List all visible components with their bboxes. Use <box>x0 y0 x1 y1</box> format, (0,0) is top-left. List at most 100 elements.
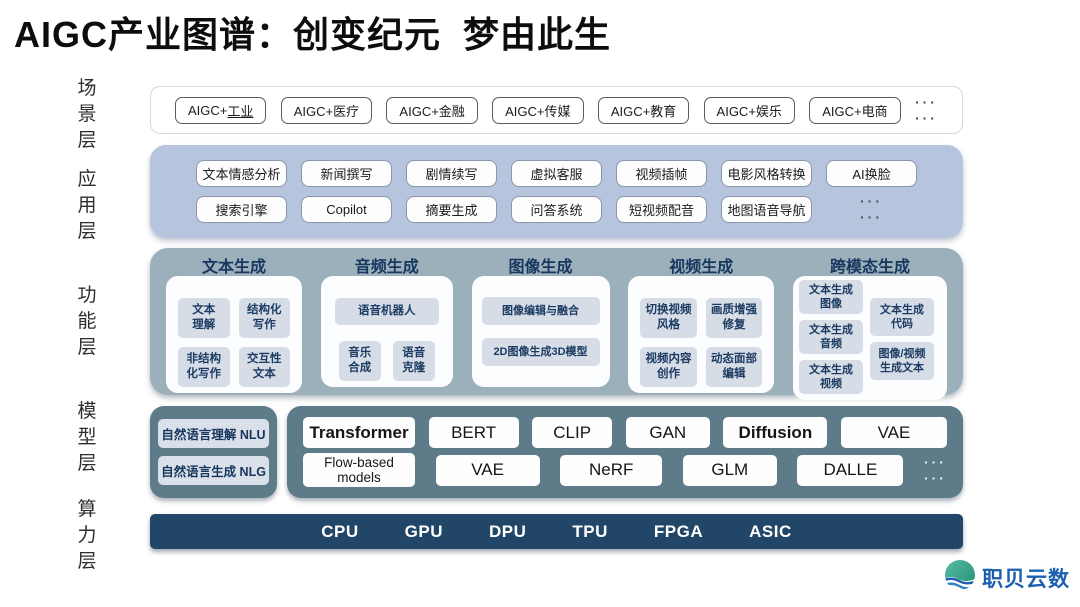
ellipsis-dots: ··· ··· <box>826 193 917 225</box>
scene-item-education: AIGC+教育 <box>597 96 690 124</box>
function-layer-container: 文本生成 文本 理解 结构化 写作 非结构 化写作 交互性 文本 音频生成 语音… <box>150 248 963 400</box>
function-panel-crossmodal: 文本生成 图像 文本生成 音频 文本生成 视频 文本生成 代码 图像/视频 生成… <box>793 276 947 400</box>
page-title: AIGC产业图谱：创变纪元 梦由此生 <box>14 14 612 55</box>
compute-item-fpga: FPGA <box>653 521 704 541</box>
brand-logo: 职贝云数 <box>943 558 1070 597</box>
function-item: 文本 理解 <box>178 298 230 338</box>
function-item: 文本生成 图像 <box>799 280 863 314</box>
logo-text: 职贝云数 <box>982 567 1070 591</box>
app-item: 剧情续写 <box>406 160 497 187</box>
app-item: 虚拟客服 <box>511 160 602 187</box>
compute-item-tpu: TPU <box>572 521 608 541</box>
compute-item-asic: ASIC <box>749 521 792 541</box>
model-item-bert: BERT <box>428 417 519 448</box>
function-panel-text: 文本 理解 结构化 写作 非结构 化写作 交互性 文本 <box>166 276 302 393</box>
layer-label-scene: 场景层 <box>77 78 97 151</box>
model-row-2: Flow-based models VAE NeRF GLM DALLE ···… <box>303 453 947 487</box>
compute-item-dpu: DPU <box>488 521 527 541</box>
function-item: 文本生成 代码 <box>870 298 934 336</box>
model-item-vae2: VAE <box>435 454 540 486</box>
function-col-title: 视频生成 <box>669 259 734 276</box>
model-item-dalle: DALLE <box>797 454 904 486</box>
function-col-text: 文本生成 文本 理解 结构化 写作 非结构 化写作 交互性 文本 <box>166 253 302 393</box>
ellipsis-row: ··· <box>923 469 947 486</box>
function-col-audio: 音频生成 语音机器人 音乐 合成 语音 克隆 <box>320 253 453 387</box>
model-item-transformer: Transformer <box>303 417 415 448</box>
model-item-vae: VAE <box>840 417 947 448</box>
application-row-2: 搜索引擎 Copilot 摘要生成 问答系统 短视频配音 地图语音导航 ··· … <box>196 193 917 225</box>
app-item: AI换脸 <box>826 160 917 187</box>
scene-layer-container: AIGC+工业 AIGC+医疗 AIGC+金融 AIGC+传媒 AIGC+教育 … <box>150 86 963 134</box>
function-col-video: 视频生成 切换视频 风格 画质增强 修复 视频内容 创作 动态面部 编辑 <box>628 253 775 393</box>
ellipsis-row: ··· <box>923 453 947 470</box>
layer-label-model: 模型层 <box>77 401 97 474</box>
model-item-flow-based: Flow-based models <box>303 453 415 487</box>
app-item: 新闻撰写 <box>301 160 392 187</box>
function-item: 非结构 化写作 <box>178 347 230 387</box>
function-item: 2D图像生成3D模型 <box>481 338 600 366</box>
function-item: 动态面部 编辑 <box>705 347 763 387</box>
function-item: 文本生成 视频 <box>799 360 863 394</box>
ellipsis-dots: ··· ··· <box>914 93 938 126</box>
function-col-title: 音频生成 <box>354 259 419 276</box>
model-item-nlg: 自然语言生成 NLG <box>158 455 269 485</box>
function-item: 语音机器人 <box>334 298 439 325</box>
app-item: 地图语音导航 <box>721 196 812 223</box>
application-row-1: 文本情感分析 新闻撰写 剧情续写 虚拟客服 视频插帧 电影风格转换 AI换脸 <box>196 160 917 187</box>
scene-item-entertainment: AIGC+娱乐 <box>703 96 795 124</box>
function-item: 视频内容 创作 <box>640 347 697 387</box>
function-item: 图像编辑与融合 <box>481 297 600 325</box>
function-col-title: 文本生成 <box>201 259 266 276</box>
scene-item-media: AIGC+传媒 <box>492 96 584 124</box>
function-col-title: 图像生成 <box>508 259 573 276</box>
ellipsis-row: ··· <box>860 193 883 209</box>
function-col-crossmodal: 跨模态生成 文本生成 图像 文本生成 音频 文本生成 视频 文本生成 代码 图像… <box>793 253 947 400</box>
model-item-nerf: NeRF <box>560 454 663 486</box>
compute-layer-container: CPU GPU DPU TPU FPGA ASIC <box>150 514 963 549</box>
model-layer-container: Transformer BERT CLIP GAN Diffusion VAE … <box>287 406 963 498</box>
function-item: 文本生成 音频 <box>799 320 863 354</box>
ellipsis-dots: ··· ··· <box>923 453 947 486</box>
model-item-clip: CLIP <box>532 417 613 448</box>
function-item: 图像/视频 生成文本 <box>870 342 934 380</box>
compute-item-cpu: CPU <box>321 521 359 541</box>
function-item: 语音 克隆 <box>392 341 435 381</box>
model-item-gan: GAN <box>625 417 710 448</box>
layer-label-application: 应用层 <box>77 169 97 242</box>
model-row-1: Transformer BERT CLIP GAN Diffusion VAE <box>303 417 947 448</box>
app-item: Copilot <box>301 196 392 223</box>
function-item: 交互性 文本 <box>238 347 290 387</box>
scene-item-underlined: 工业 <box>227 103 254 119</box>
function-item: 音乐 合成 <box>338 341 381 381</box>
function-panel-audio: 语音机器人 音乐 合成 语音 克隆 <box>320 276 453 387</box>
app-item: 文本情感分析 <box>196 160 287 187</box>
app-item: 问答系统 <box>511 196 602 223</box>
compute-item-gpu: GPU <box>404 521 443 541</box>
model-item-glm: GLM <box>682 454 777 486</box>
app-item: 短视频配音 <box>616 196 707 223</box>
ellipsis-row: ··· <box>860 209 883 225</box>
function-panel-image: 图像编辑与融合 2D图像生成3D模型 <box>471 276 610 387</box>
ellipsis-row: ··· <box>914 109 938 126</box>
scene-item-medical: AIGC+医疗 <box>280 96 373 124</box>
app-item: 摘要生成 <box>406 196 497 223</box>
ellipsis-row: ··· <box>914 93 938 110</box>
layer-label-compute: 算力层 <box>77 499 97 572</box>
layer-label-function: 功能层 <box>77 285 97 358</box>
app-item: 搜索引擎 <box>196 196 287 223</box>
application-layer-container: 文本情感分析 新闻撰写 剧情续写 虚拟客服 视频插帧 电影风格转换 AI换脸 搜… <box>150 145 963 238</box>
function-col-title: 跨模态生成 <box>829 259 910 276</box>
scene-item-ecommerce: AIGC+电商 <box>809 96 901 124</box>
logo-globe-wave-icon <box>943 558 977 597</box>
app-item: 视频插帧 <box>616 160 707 187</box>
function-col-image: 图像生成 图像编辑与融合 2D图像生成3D模型 <box>471 253 610 387</box>
scene-item-industry: AIGC+工业 <box>175 96 267 124</box>
function-item: 切换视频 风格 <box>640 298 697 338</box>
scene-item-prefix: AIGC+ <box>188 102 228 118</box>
model-nlp-container: 自然语言理解 NLU 自然语言生成 NLG <box>150 406 277 498</box>
function-item: 画质增强 修复 <box>705 298 763 338</box>
function-panel-video: 切换视频 风格 画质增强 修复 视频内容 创作 动态面部 编辑 <box>628 276 775 393</box>
app-item: 电影风格转换 <box>721 160 812 187</box>
scene-item-finance: AIGC+金融 <box>386 96 478 124</box>
